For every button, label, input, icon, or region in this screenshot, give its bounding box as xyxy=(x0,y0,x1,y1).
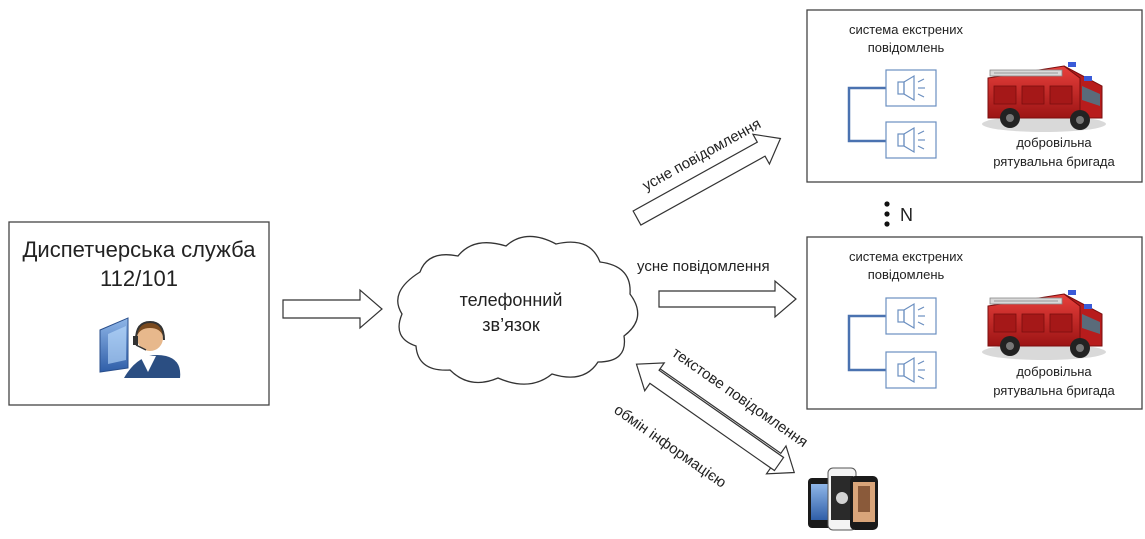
dispatcher-number: 112/101 xyxy=(100,266,178,291)
cloud-label-line1: телефонний xyxy=(460,290,563,310)
station-top-system-line2: повідомлень xyxy=(868,40,945,55)
arrow-dispatcher-to-cloud xyxy=(282,288,383,330)
speaker-icon xyxy=(885,297,937,335)
label-voice-middle: усне повідомлення xyxy=(637,258,770,275)
station-bottom-system-line2: повідомлень xyxy=(868,267,945,282)
station-bottom-brigade-line1: добровільна xyxy=(1016,364,1092,379)
speaker-icon xyxy=(885,69,937,107)
station-top-brigade-line1: добровільна xyxy=(1016,135,1092,150)
arrow-voice-top xyxy=(632,133,782,226)
station-top-brigade-line2: рятувальна бригада xyxy=(993,154,1115,169)
telephone-cloud xyxy=(397,235,639,385)
station-top-wiring xyxy=(847,86,886,143)
arrow-voice-middle xyxy=(658,279,797,319)
speaker-icon xyxy=(885,121,937,159)
ellipsis-n-label: N xyxy=(900,205,913,225)
cloud-label-line2: зв’язок xyxy=(482,315,540,335)
speaker-icon xyxy=(885,351,937,389)
station-bottom-brigade-line2: рятувальна бригада xyxy=(993,383,1115,398)
operator-headset-icon xyxy=(99,317,181,378)
arrow-info-exchange xyxy=(635,362,785,472)
station-bottom-system-line1: система екстрених xyxy=(849,249,963,264)
dispatcher-title: Диспетчерська служба xyxy=(23,237,257,262)
station-bottom-wiring xyxy=(847,314,886,372)
station-top-system-line1: система екстрених xyxy=(849,22,963,37)
smartphones-icon xyxy=(807,467,879,531)
ellipsis-dots xyxy=(884,201,890,227)
